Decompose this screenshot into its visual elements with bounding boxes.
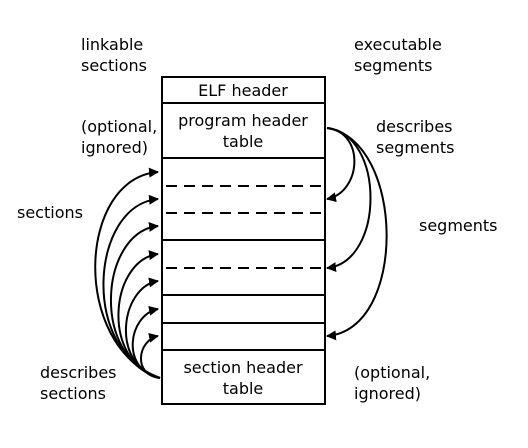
optional-ignored-bottom-label-1: (optional, xyxy=(354,363,430,382)
section-header-table-label-2: table xyxy=(223,379,264,398)
section-arrow-7 xyxy=(140,332,161,379)
section-header-table-label-1: section header xyxy=(183,358,303,377)
describes-sections-label-2: sections xyxy=(40,384,106,403)
linkable-sections-label-2: sections xyxy=(81,56,147,75)
sections-label: sections xyxy=(17,203,83,222)
segment-arrow-3 xyxy=(326,127,388,341)
section-arrow-3 xyxy=(109,221,161,379)
optional-ignored-top-label-2: ignored) xyxy=(81,138,148,157)
section-arrows xyxy=(94,167,161,379)
elf-file-box xyxy=(161,76,326,405)
program-header-table-label-2: table xyxy=(223,132,264,151)
executable-segments-label-2: segments xyxy=(354,56,433,75)
program-header-table-label-1: program header xyxy=(178,111,308,130)
section-arrow-5 xyxy=(125,277,161,379)
segments-label: segments xyxy=(419,216,498,235)
elf-header-label: ELF header xyxy=(198,81,288,100)
section-arrow-4 xyxy=(117,250,161,379)
linkable-sections-label-1: linkable xyxy=(81,35,143,54)
executable-segments-label-1: executable xyxy=(354,35,442,54)
segment-arrows xyxy=(326,127,388,341)
optional-ignored-bottom-label-2: ignored) xyxy=(354,384,421,403)
describes-segments-label-2: segments xyxy=(376,138,455,157)
describes-segments-label-1: describes xyxy=(376,117,453,136)
optional-ignored-top-label-1: (optional, xyxy=(81,117,157,136)
describes-sections-label-1: describes xyxy=(40,363,117,382)
